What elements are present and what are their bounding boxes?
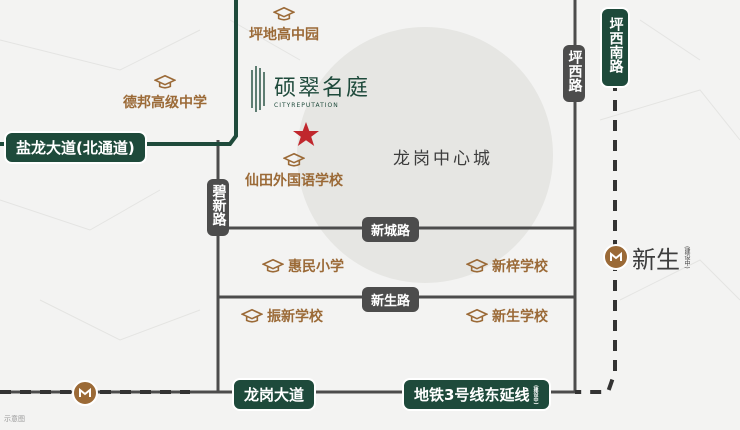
highways-green [0,0,238,146]
metro-line-note: (建设中) [532,384,539,405]
metro-station-icon [603,244,629,270]
footnote: 示意图 [4,415,25,423]
school-label: 振新学校 [267,309,323,325]
project-name: 硕翠名庭 [274,75,371,101]
school-xiantian-foreign: 仙田外国语学校 [245,152,343,190]
school-label: 仙田外国语学校 [245,173,343,189]
school-pingdi-high: 坪地高中园 [249,6,319,44]
station-xinsheng: 新生 (建设中) [632,240,691,275]
graduation-cap-icon [466,308,488,323]
school-xinzi: 新梓学校 [466,256,548,276]
school-label: 惠民小学 [288,259,344,275]
metro-line-3-label: 地铁3号线东延线 (建设中) [402,378,552,411]
road-bixin: 碧新路 [207,179,229,236]
road-pingxi-south: 坪西南路 [600,7,630,88]
center-city-circle [297,27,553,283]
metro-station-icon [72,380,98,406]
road-label: 坪西南路 [607,17,624,73]
center-city-label: 龙岗中心城 [393,149,493,169]
road-label: 坪西路 [566,50,583,92]
graduation-cap-icon [273,6,295,21]
graduation-cap-icon [466,258,488,273]
graduation-cap-icon [262,258,284,273]
road-xincheng: 新城路 [362,217,420,242]
school-debang-high: 德邦高级中学 [123,74,207,112]
school-huimin-primary: 惠民小学 [262,256,344,276]
road-xinsheng: 新生路 [362,287,420,312]
road-label: 碧新路 [210,184,227,226]
road-yanlong: 盐龙大道(北通道) [4,131,147,164]
station-name: 新生 [632,246,680,274]
project-logo: 硕翠名庭 CITYREPUTATION [250,64,370,114]
graduation-cap-icon [241,308,263,323]
school-label: 新梓学校 [492,259,548,275]
school-xinsheng: 新生学校 [466,306,548,326]
project-logo-mark [251,66,265,112]
school-label: 坪地高中园 [249,27,319,43]
station-note: (建设中) [683,246,690,269]
background-texture [0,19,740,341]
metro-line-dashed [0,60,617,394]
red-star-icon [293,122,319,146]
graduation-cap-icon [154,74,176,89]
road-pingxi: 坪西路 [563,45,585,102]
road-longgang: 龙岗大道 [232,378,317,411]
school-zhenxin: 振新学校 [241,306,323,326]
metro-line-name: 地铁3号线东延线 [414,386,530,404]
graduation-cap-icon [283,152,305,167]
school-label: 德邦高级中学 [123,95,207,111]
project-name-en: CITYREPUTATION [274,101,339,109]
school-label: 新生学校 [492,309,548,325]
